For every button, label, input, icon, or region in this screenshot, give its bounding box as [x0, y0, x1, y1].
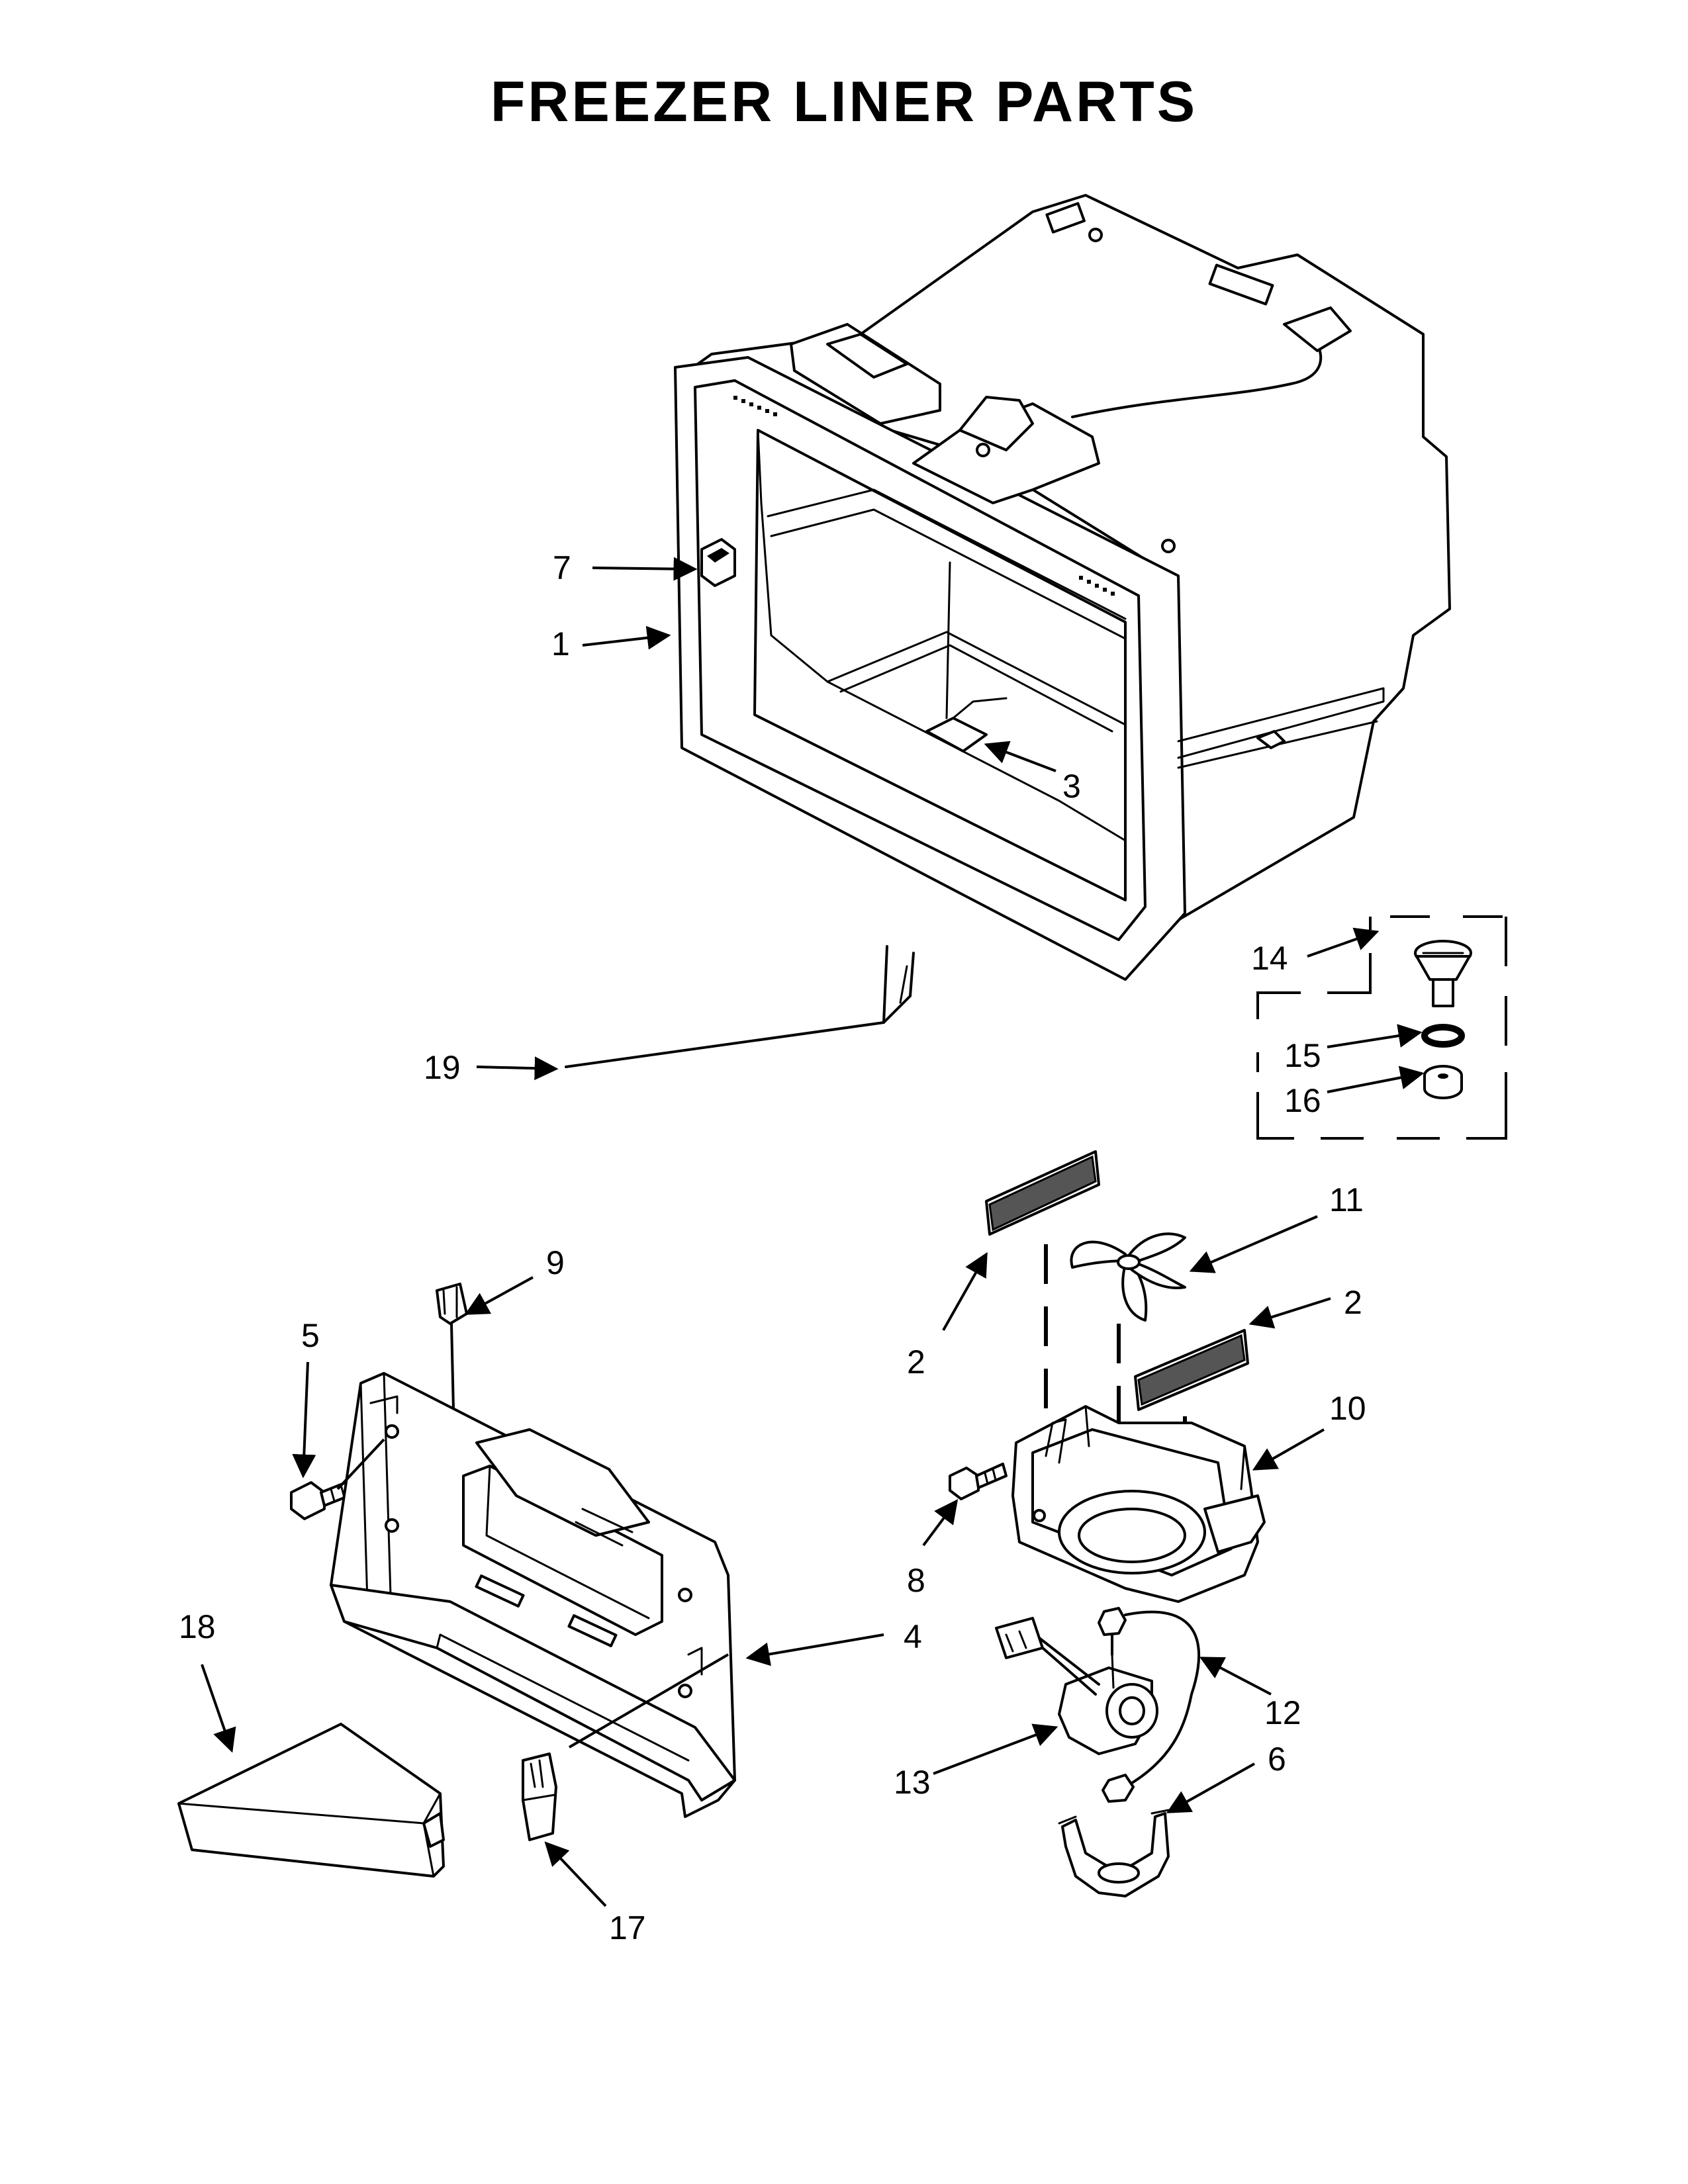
fan-motor: [995, 1607, 1201, 1803]
cover-part-18: [177, 1723, 445, 1878]
leader-3: [984, 741, 1056, 772]
callout-2b: 2: [1344, 1284, 1362, 1321]
leader-2a: [942, 1251, 988, 1331]
callout-19: 19: [424, 1049, 461, 1086]
callout-15: 15: [1284, 1037, 1321, 1074]
callout-10: 10: [1329, 1390, 1366, 1427]
callout-4: 4: [904, 1618, 922, 1655]
foam-pad-lower: [1134, 1329, 1249, 1411]
leader-7: [592, 557, 698, 581]
leader-4b: [568, 1653, 729, 1749]
callout-16: 16: [1284, 1082, 1321, 1119]
leader-14: [1307, 927, 1380, 958]
leader-2b: [1248, 1297, 1331, 1329]
leader-8: [922, 1499, 959, 1547]
leader-5: [292, 1361, 316, 1479]
foam-pad-upper: [985, 1150, 1100, 1236]
leader-1: [582, 625, 671, 650]
callout-1: 1: [551, 625, 570, 662]
callout-7: 7: [553, 549, 571, 586]
drain-trap-group: [1256, 915, 1507, 1140]
screw-part-5: [290, 1478, 359, 1520]
sensor-wire-part: [565, 945, 915, 1068]
leader-16: [1327, 1066, 1425, 1093]
callout-5: 5: [301, 1317, 320, 1354]
leader-9: [464, 1276, 534, 1315]
callout-13: 13: [894, 1764, 931, 1801]
leader-17: [544, 1841, 607, 1907]
connector-part-17: [522, 1752, 557, 1841]
motor-bracket: [1058, 1809, 1170, 1897]
page-title: FREEZER LINER PARTS: [490, 70, 1198, 134]
callout-9: 9: [546, 1244, 565, 1281]
leader-12: [1199, 1657, 1272, 1696]
screw-part-8: [949, 1463, 1008, 1500]
callout-12: 12: [1264, 1694, 1301, 1731]
leader-10: [1252, 1428, 1325, 1471]
fan-blade: [1070, 1232, 1186, 1322]
thermistor-part: [436, 1283, 468, 1411]
leader-5b: [336, 1438, 385, 1490]
fan-shroud: [1011, 1405, 1266, 1603]
leader-18: [201, 1664, 236, 1753]
callout-8: 8: [907, 1562, 925, 1599]
rear-panel: [330, 1372, 736, 1818]
callout-2a: 2: [907, 1343, 925, 1381]
leader-19: [476, 1056, 559, 1081]
leader-15: [1327, 1024, 1423, 1048]
freezer-liner: [674, 194, 1451, 981]
light-switch-part: [700, 538, 736, 587]
leader-6: [1166, 1762, 1255, 1813]
callout-14: 14: [1251, 940, 1288, 977]
leader-13: [933, 1723, 1058, 1775]
callout-18: 18: [179, 1608, 216, 1645]
callout-11: 11: [1329, 1181, 1364, 1218]
callout-6: 6: [1268, 1741, 1286, 1778]
leader-4: [745, 1633, 884, 1666]
callout-3: 3: [1062, 768, 1081, 805]
leader-11: [1189, 1215, 1318, 1273]
callout-17: 17: [609, 1909, 646, 1946]
